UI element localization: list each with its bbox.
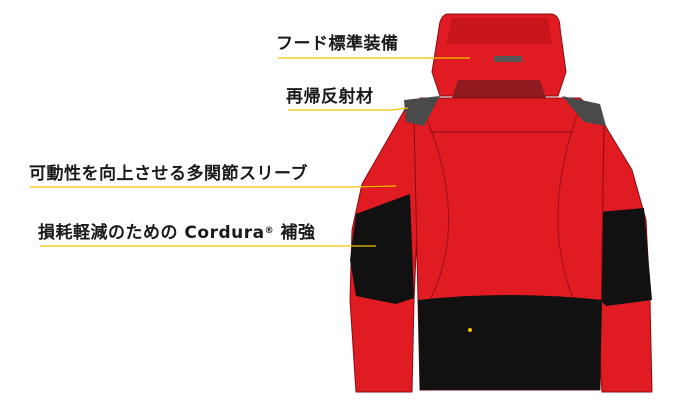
hood-shadow [446,18,552,44]
collar-dots-panel [452,80,546,98]
callout-cordura: 損耗軽減のための Cordura® 補強 [38,223,316,243]
hood-adjuster-tab [494,56,522,62]
leader-line-reflective [288,107,409,111]
callout-sleeve: 可動性を向上させる多関節スリーブ [29,164,308,184]
callout-reflective: 再帰反射材 [286,87,374,107]
registered-mark: ® [264,226,275,236]
back-vent-seam [423,111,579,301]
left-sleeve-cordura-panel [350,194,414,304]
lower-back-cordura-panel [418,295,602,390]
leader-dot-cordura [468,328,472,332]
right-sleeve-cordura-panel [598,208,652,306]
callout-hood: フード標準装備 [276,34,399,54]
right-shoulder-reflective [562,96,606,126]
leader-line-sleeve [30,185,397,188]
callout-cordura-suffix: 補強 [274,223,316,243]
callout-cordura-prefix: 損耗軽減のための Cordura [38,223,265,243]
left-shoulder-reflective [404,96,440,126]
